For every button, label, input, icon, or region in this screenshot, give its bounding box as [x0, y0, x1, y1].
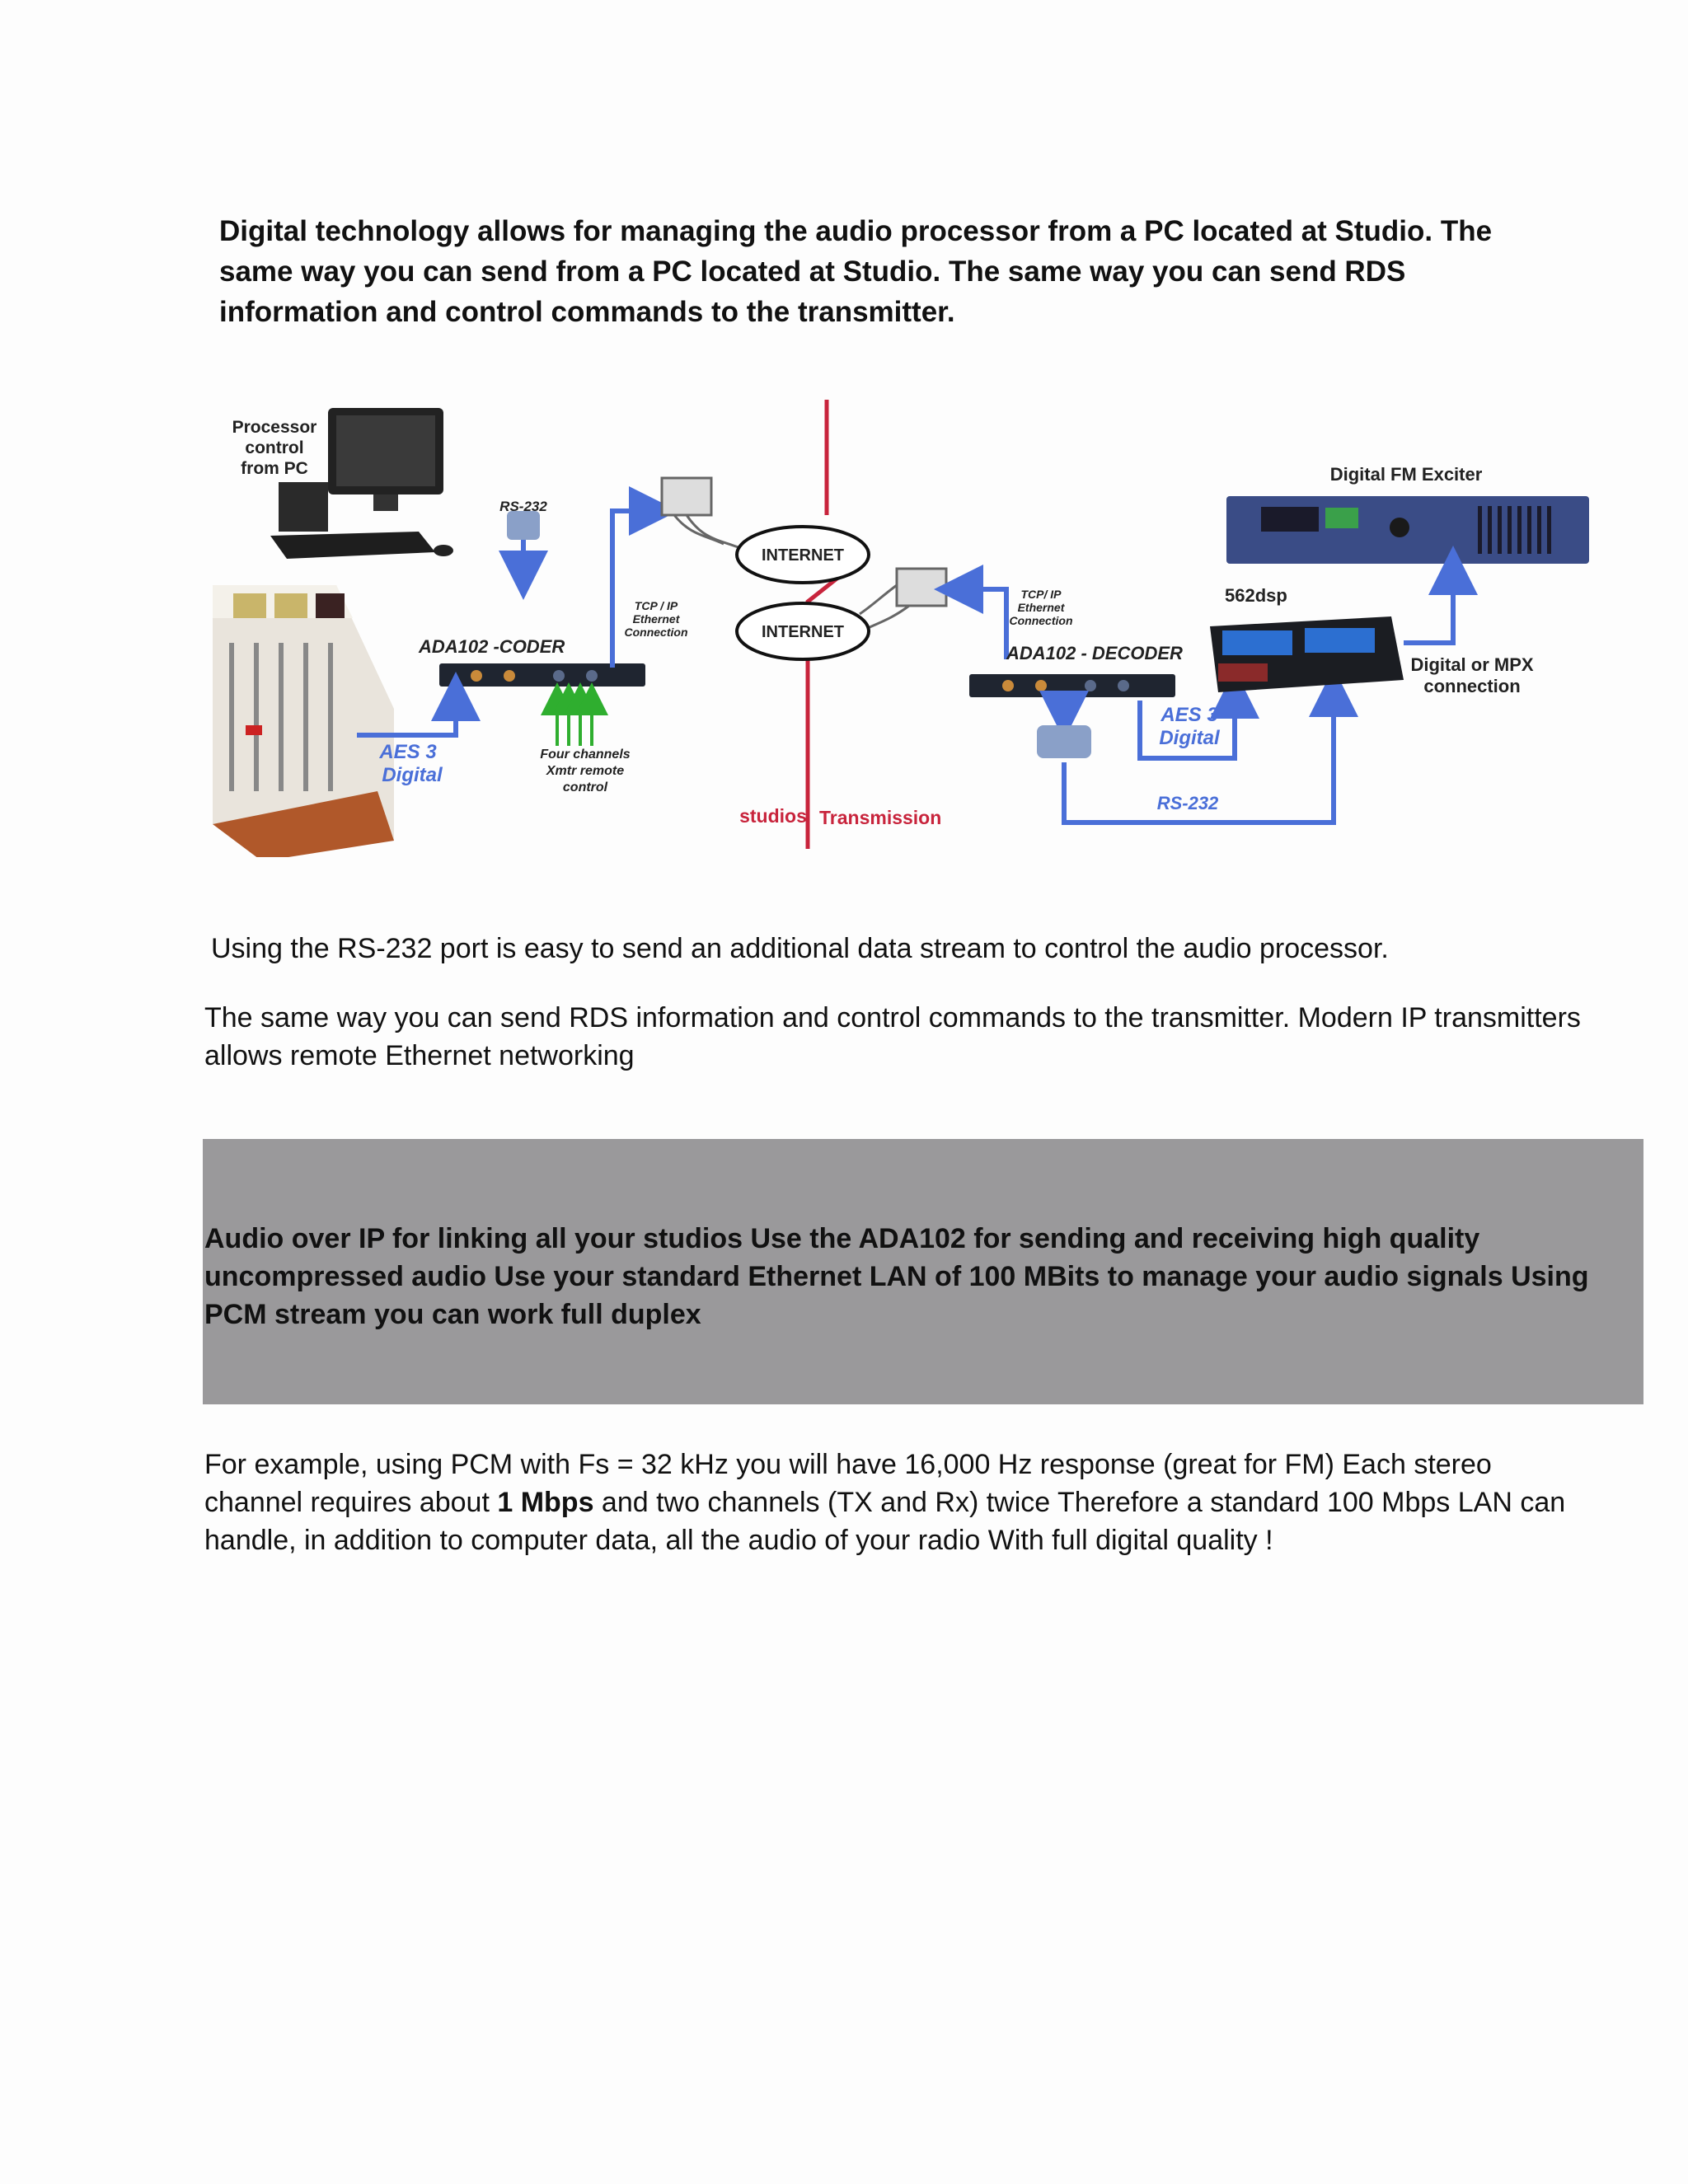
- four-channels-label-1: Four channels: [540, 748, 630, 762]
- fm-exciter-image: [1226, 496, 1589, 564]
- intro-heading: Digital technology allows for managing t…: [219, 215, 1493, 328]
- pcm-text-after: and two channels (TX and Rx) twice There…: [204, 1487, 1566, 1556]
- internet-bottom-label: INTERNET: [762, 623, 844, 641]
- ada-decoder-label: ADA102 - DECODER: [1006, 643, 1183, 663]
- network-cable-left-image: [660, 476, 741, 550]
- ada102-coder-device-image: [439, 663, 645, 687]
- pc-computer-image: [270, 408, 453, 559]
- highlight-box: Audio over IP for linking all your studi…: [203, 1139, 1643, 1404]
- ada102-decoder-device-image: [969, 674, 1175, 697]
- exciter-label: Digital FM Exciter: [1330, 464, 1483, 485]
- tcp-left-label-2: Ethernet: [633, 612, 681, 626]
- four-channels-label-3: control: [563, 780, 608, 794]
- processor-label-3: from PC: [241, 459, 308, 478]
- tcp-left-label-1: TCP / IP: [635, 599, 678, 612]
- decoder-to-internet-arrow: [934, 565, 1009, 659]
- transmission-label: Transmission: [819, 807, 941, 828]
- rs232-connector-left-image: [507, 511, 540, 540]
- mpx-arrow: [1404, 546, 1478, 645]
- tcp-left-label-3: Connection: [625, 626, 688, 639]
- coder-to-internet-arrow: [610, 486, 678, 668]
- mixing-console-image: [213, 585, 394, 857]
- pcm-text-bold: 1 Mbps: [497, 1487, 594, 1518]
- rs232-left-text: RS-232: [499, 499, 547, 514]
- aes-right-arrow: [1137, 669, 1259, 761]
- network-cable-right-image: [859, 567, 948, 630]
- aes-right-label-1: AES 3: [1160, 704, 1218, 726]
- network-diagram: Processor control from PC RS-232 ADA102 …: [213, 396, 1599, 857]
- dsp-label: 562dsp: [1225, 585, 1287, 606]
- aes-left-label-2: Digital: [382, 764, 443, 786]
- processor-label-1: Processor: [232, 418, 317, 437]
- remote-control-arrows: [541, 682, 608, 746]
- paragraph-rds: The same way you can send RDS informatio…: [204, 1002, 1581, 1071]
- tcp-right-label-2: Ethernet: [1018, 601, 1066, 614]
- mpx-label-2: connection: [1423, 676, 1520, 696]
- studios-label: studios: [739, 805, 807, 827]
- aes-left-label-1: AES 3: [378, 741, 437, 763]
- internet-cloud-bottom: INTERNET: [735, 602, 870, 661]
- processor-label-2: control: [245, 438, 303, 457]
- 562dsp-processor-image: [1210, 616, 1404, 692]
- highlight-text: Audio over IP for linking all your studi…: [204, 1223, 1589, 1330]
- paragraph-pcm-example: For example, using PCM with Fs = 32 kHz …: [204, 1446, 1597, 1559]
- tcp-right-label-3: Connection: [1010, 614, 1073, 627]
- mpx-label-1: Digital or MPX: [1410, 654, 1533, 675]
- rs232-right-label: RS-232: [1157, 793, 1219, 813]
- ada-coder-label: ADA102 -CODER: [418, 636, 565, 657]
- four-channels-label-2: Xmtr remote: [546, 764, 624, 778]
- aes-right-label-2: Digital: [1159, 727, 1221, 749]
- internet-top-label: INTERNET: [762, 546, 844, 565]
- tcp-right-label-1: TCP/ IP: [1020, 588, 1062, 601]
- rs232-connector-right-image: [1037, 725, 1091, 758]
- aes-left-arrow: [357, 672, 481, 738]
- internet-cloud-top: INTERNET: [735, 525, 870, 584]
- paragraph-rs232: Using the RS-232 port is easy to send an…: [211, 933, 1389, 964]
- rs232-right-arrow: [1062, 668, 1358, 825]
- pcm-text-before: For example, using PCM with Fs = 32 kHz …: [204, 1449, 1492, 1518]
